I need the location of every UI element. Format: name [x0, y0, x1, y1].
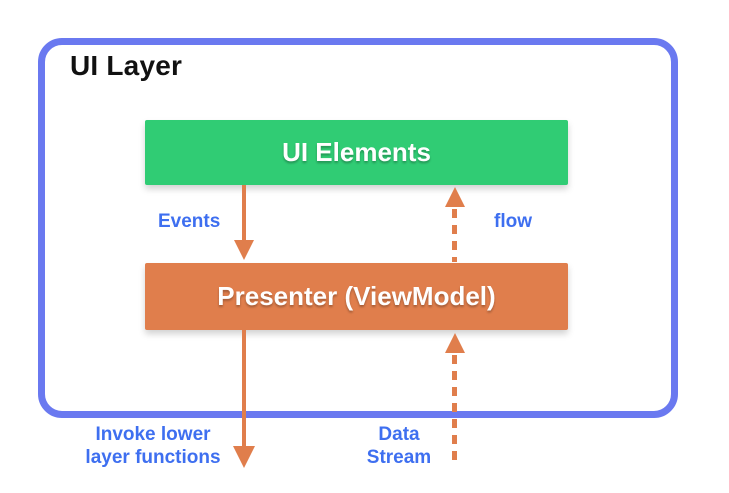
ui-elements-label: UI Elements — [282, 137, 431, 167]
presenter-box: Presenter (ViewModel) — [145, 263, 568, 330]
flow-arrow-label: flow — [494, 211, 532, 232]
data-stream-arrow-line — [452, 355, 457, 461]
events-arrow-line — [242, 185, 246, 242]
flow-arrow-line — [452, 209, 457, 262]
invoke-arrow-line — [242, 330, 246, 449]
invoke-arrowhead-down-icon — [233, 446, 255, 468]
ui-layer-title: UI Layer — [70, 50, 183, 81]
data-stream-arrowhead-up-icon — [445, 333, 465, 353]
events-arrowhead-down-icon — [234, 240, 254, 260]
invoke-arrow-label: Invoke lower layer functions — [85, 424, 221, 468]
data-stream-arrow-label: Data Stream — [366, 424, 432, 468]
ui-elements-box: UI Elements — [145, 120, 568, 185]
flow-arrowhead-up-icon — [445, 187, 465, 207]
ui-layer-container — [38, 38, 678, 418]
presenter-label: Presenter (ViewModel) — [217, 281, 496, 311]
events-arrow-label: Events — [158, 211, 221, 232]
